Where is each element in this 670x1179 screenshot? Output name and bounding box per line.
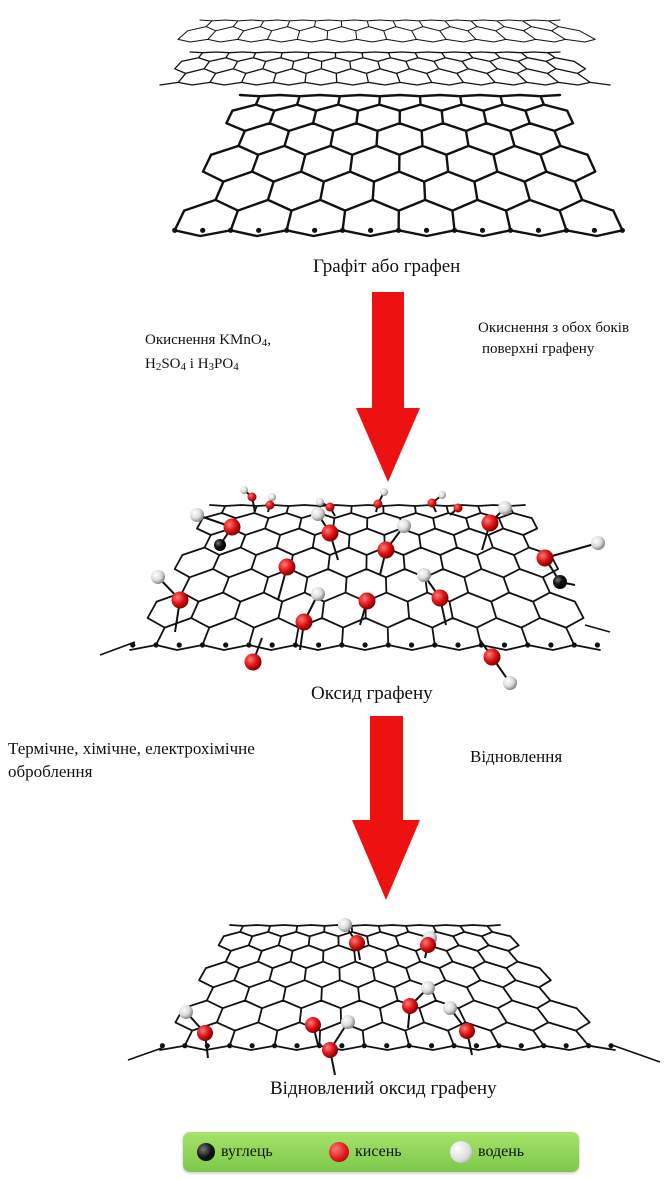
graphite-label: Графіт або графен [313, 256, 461, 277]
hydrogen-atom-icon [450, 1141, 472, 1163]
reduction-arrow [352, 716, 420, 900]
legend-hydrogen: водень [450, 1132, 524, 1172]
oxidation-arrow [356, 292, 420, 482]
reduced-graphene-oxide-sheet [127, 924, 661, 1063]
oxygen-atom-icon [329, 1142, 349, 1162]
oxidation-reagents-label: Окиснення KMnO4, H2SO4 і H3PO4 [145, 332, 271, 373]
reduced-oxide-functional-groups [179, 918, 475, 1076]
reduction-label: Відновлення [470, 747, 563, 766]
legend-oxygen-label: кисень [355, 1143, 402, 1160]
graphene-oxide-label: Оксид графену [311, 683, 433, 704]
carbon-atom-icon [197, 1143, 215, 1161]
legend-oxygen: кисень [329, 1132, 402, 1172]
graphite-sheets [159, 19, 625, 238]
reduced-graphene-oxide-label: Відновлений оксид графену [270, 1078, 497, 1099]
legend: вуглець кисень водень [183, 1132, 579, 1172]
legend-hydrogen-label: водень [478, 1143, 525, 1160]
graphene-oxide-functional-groups [151, 486, 605, 690]
reduction-methods-label: Термічне, хімічне, електрохімічне обробл… [8, 739, 255, 781]
legend-carbon-label: вуглець [221, 1143, 273, 1160]
graphene-oxide-sheet [99, 504, 611, 656]
oxidation-description: Окиснення з обох боків поверхні графену [478, 320, 630, 357]
legend-carbon: вуглець [197, 1132, 273, 1172]
